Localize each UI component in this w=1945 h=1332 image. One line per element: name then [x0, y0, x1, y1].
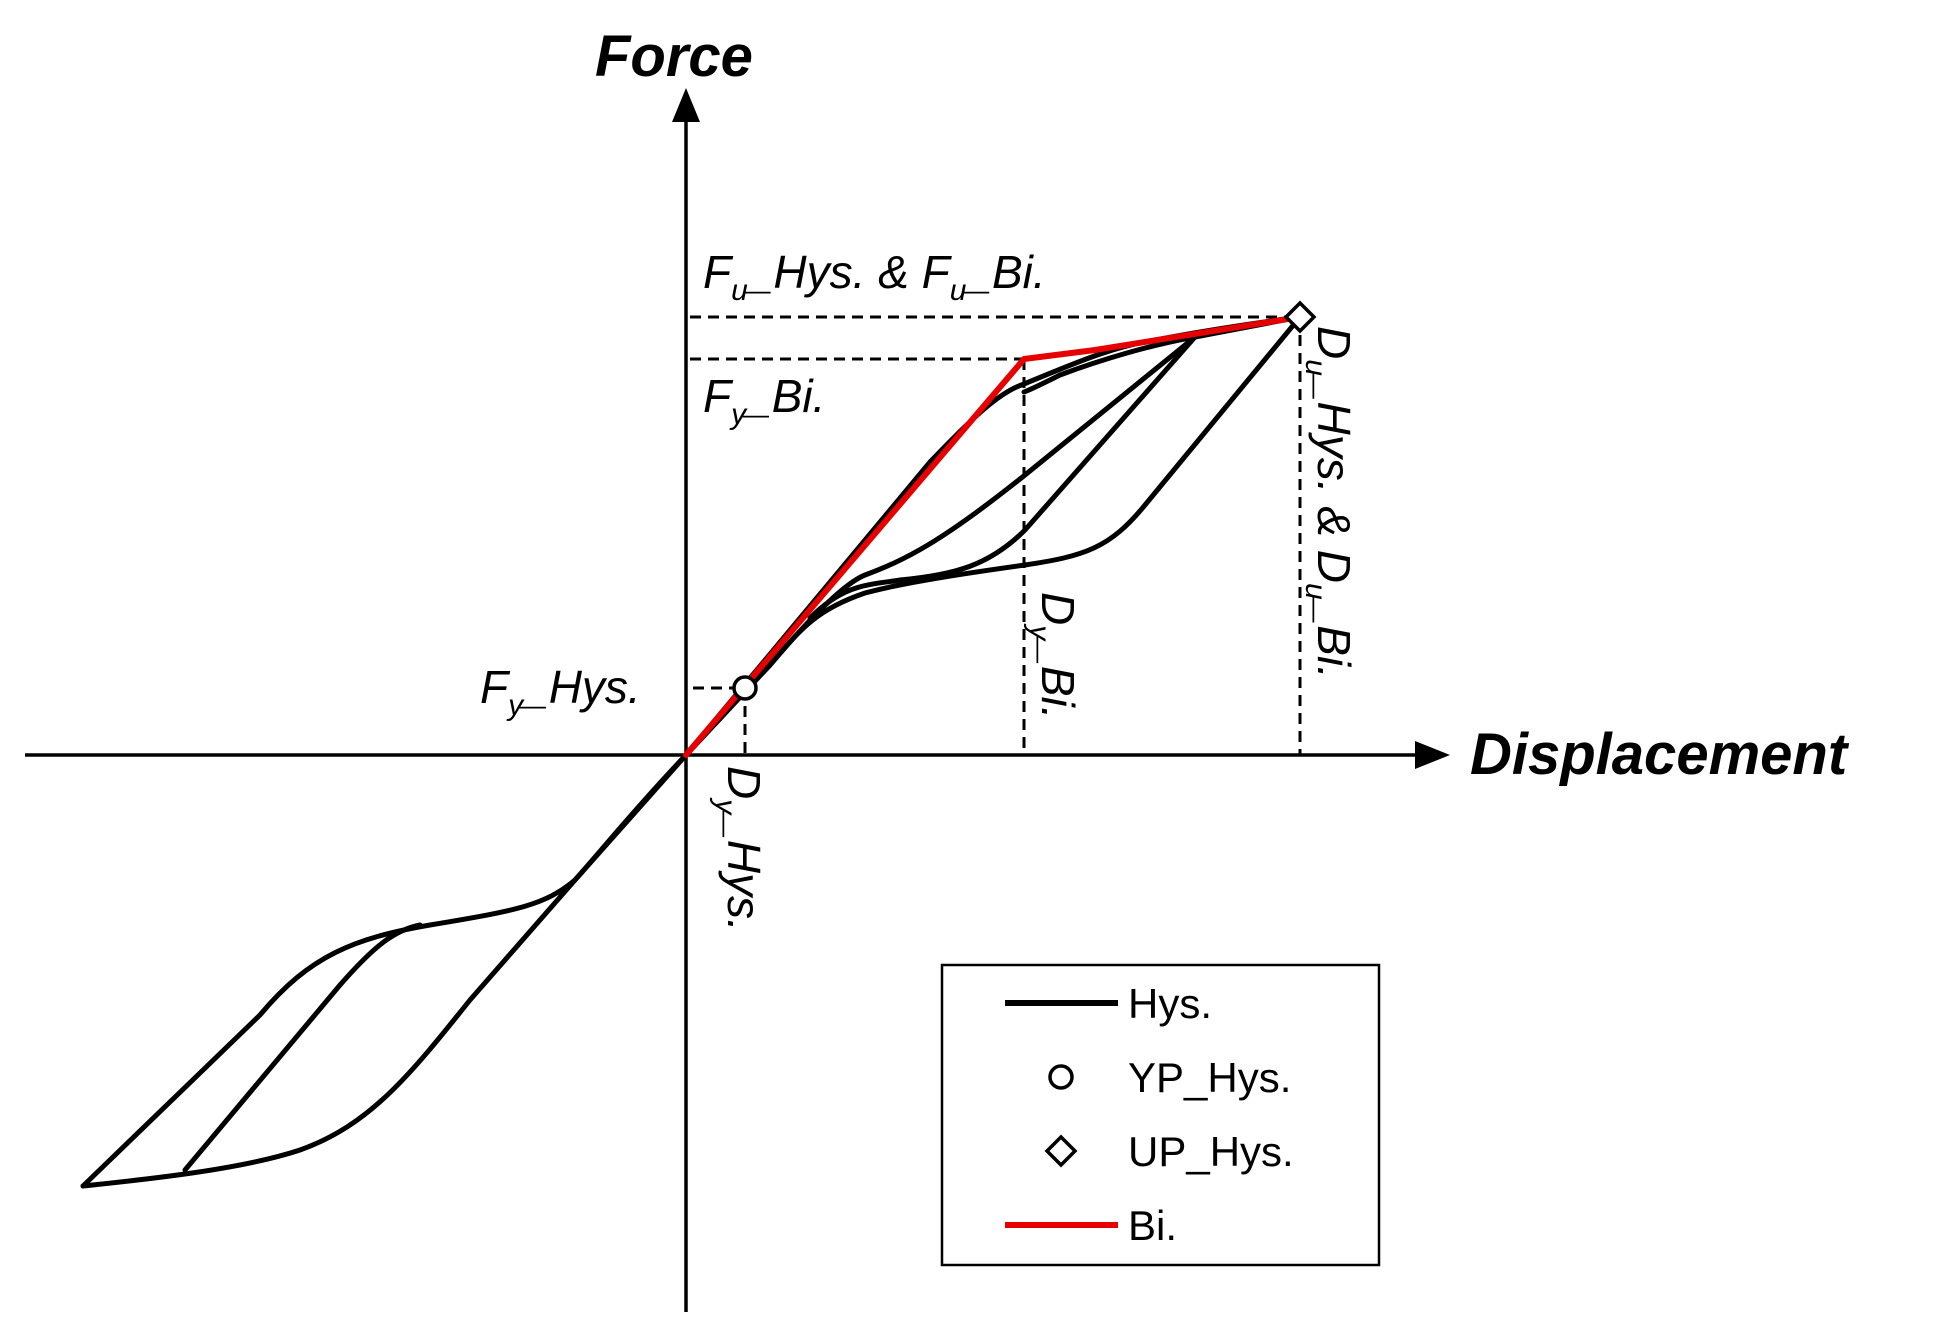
du-annotation-mid: _Hys. & — [1308, 372, 1360, 550]
fu-annotation-f2: F — [922, 246, 953, 298]
fu-annotation-sub2: u — [950, 274, 967, 307]
du-annotation-sub2: u — [1299, 583, 1332, 600]
fy-bi-annotation-end: _Bi. — [742, 370, 825, 422]
bilinear-curve — [683, 314, 1303, 758]
legend-hys-label: Hys. — [1128, 980, 1212, 1027]
du-annotation-end: _Bi. — [1308, 596, 1360, 679]
fy-bi-annotation: Fy_Bi. — [703, 370, 825, 431]
fy-hys-annotation: Fy_Hys. — [480, 661, 641, 722]
legend-up-diamond — [1044, 1134, 1078, 1168]
x-axis-arrowhead — [1415, 741, 1450, 769]
fy-hys-annotation-end: _Hys. — [519, 661, 641, 713]
fy-hys-annotation-sub: y — [506, 689, 525, 722]
dy-hys-annotation: Dy_Hys. — [709, 766, 770, 932]
dy-hys-annotation-end: _Hys. — [718, 810, 770, 932]
y-axis-title: Force — [595, 24, 753, 89]
x-axis-title: Displacement — [1470, 722, 1850, 787]
dy-bi-annotation-sub: y — [1023, 623, 1056, 642]
hysteresis-negative-middle — [182, 922, 423, 1173]
fu-annotation-mid: _Hys. & — [744, 246, 922, 298]
ultimate-point-marker — [1283, 300, 1317, 334]
fu-annotation: Fu_Hys. & Fu_Bi. — [703, 246, 1046, 307]
du-annotation: Du_Hys. & Du_Bi. — [1299, 326, 1360, 679]
fy-bi-annotation-f: F — [703, 370, 734, 422]
du-annotation-d2: D — [1308, 550, 1360, 583]
hysteresis-outer-reloading — [80, 314, 1303, 1189]
legend-bi-label: Bi. — [1128, 1202, 1177, 1249]
legend-yp-label: YP_Hys. — [1128, 1054, 1291, 1101]
fu-annotation-end: _Bi. — [962, 246, 1045, 298]
fy-bi-annotation-sub: y — [729, 398, 748, 431]
du-annotation-d: D — [1308, 326, 1360, 359]
hysteresis-middle-reloading — [807, 334, 1198, 621]
guide-lines — [690, 315, 1302, 755]
fu-annotation-f: F — [703, 246, 734, 298]
dy-hys-annotation-d: D — [718, 766, 770, 799]
legend: Hys. YP_Hys. UP_Hys. Bi. — [940, 963, 1381, 1267]
yield-point-marker — [732, 675, 758, 701]
du-annotation-sub1: u — [1299, 359, 1332, 376]
dy-bi-annotation: Dy_Bi. — [1023, 592, 1084, 720]
dy-bi-annotation-d: D — [1032, 592, 1084, 625]
legend-up-label: UP_Hys. — [1128, 1128, 1294, 1175]
legend-yp-circle — [1048, 1064, 1074, 1090]
hysteresis-middle-unloading — [1021, 334, 1198, 395]
fy-hys-annotation-f: F — [480, 661, 511, 713]
y-axis-arrowhead — [672, 88, 700, 122]
dy-hys-annotation-sub: y — [709, 797, 742, 816]
legend-box — [940, 963, 1381, 1267]
fu-annotation-sub1: u — [731, 274, 748, 307]
dy-bi-annotation-end: _Bi. — [1032, 636, 1084, 719]
